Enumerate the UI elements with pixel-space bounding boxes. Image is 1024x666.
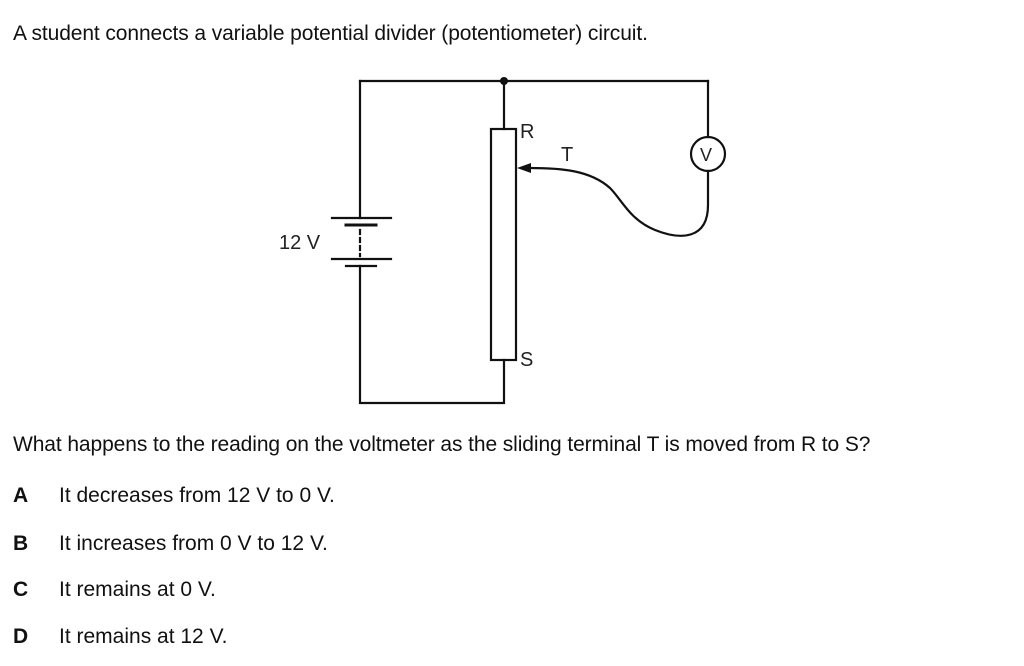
resistor-label-r: R — [520, 121, 534, 143]
resistor-label-s: S — [520, 349, 533, 371]
option-c[interactable]: C It remains at 0 V. — [13, 578, 216, 602]
left-wire-lower — [358, 264, 506, 405]
option-letter: A — [13, 484, 29, 507]
option-text: It increases from 0 V to 12 V. — [59, 532, 328, 555]
option-text: It decreases from 12 V to 0 V. — [59, 484, 335, 507]
junction-dot — [500, 77, 508, 85]
option-letter: D — [13, 625, 29, 648]
voltmeter — [689, 135, 727, 173]
option-text: It remains at 0 V. — [59, 578, 216, 601]
option-d[interactable]: D It remains at 12 V. — [13, 625, 227, 649]
question-text: What happens to the reading on the voltm… — [13, 433, 871, 456]
voltmeter-label: V — [700, 145, 712, 165]
resistor — [489, 127, 518, 362]
option-letter: B — [13, 532, 29, 555]
battery-label: 12 V — [279, 232, 321, 254]
option-a[interactable]: A It decreases from 12 V to 0 V. — [13, 484, 335, 508]
slider-arrowhead — [517, 163, 531, 173]
option-text: It remains at 12 V. — [59, 625, 228, 648]
option-letter: C — [13, 578, 29, 601]
option-b[interactable]: B It increases from 0 V to 12 V. — [13, 532, 328, 556]
intro-text: A student connects a variable potential … — [13, 22, 648, 45]
slider-wire — [528, 166, 710, 237]
circuit-diagram: 12 V R S T V — [279, 77, 727, 405]
slider-label-t: T — [561, 144, 573, 166]
